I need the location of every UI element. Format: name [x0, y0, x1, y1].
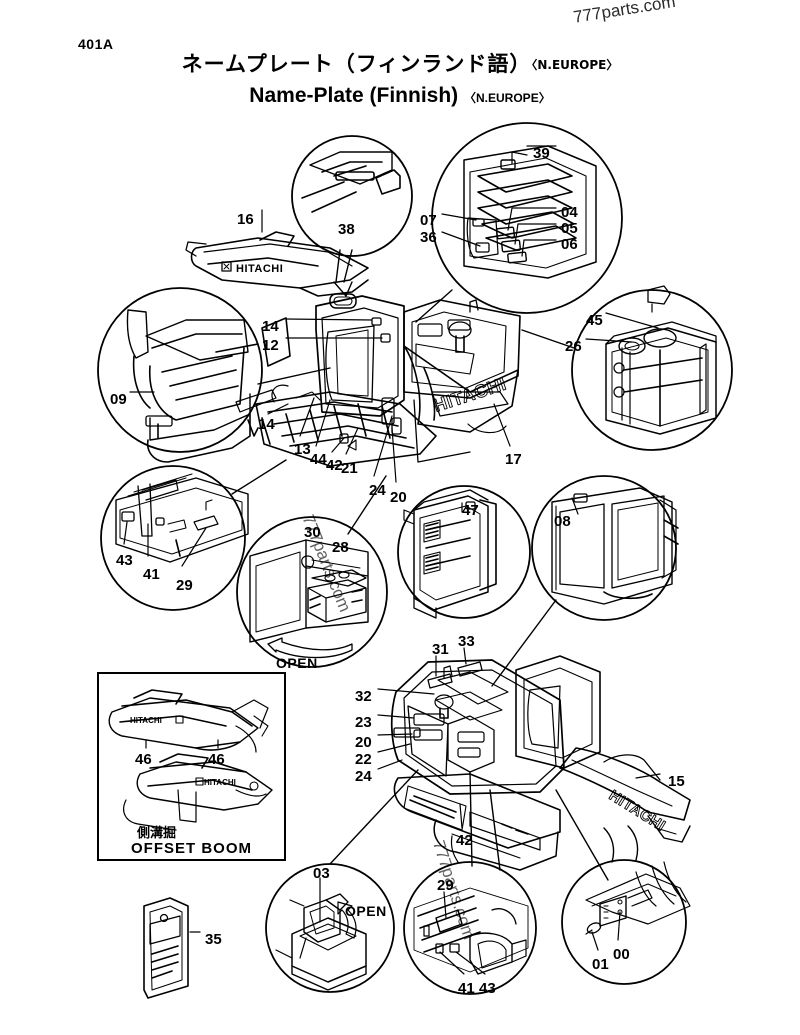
callout-number-36[interactable]: 36: [420, 229, 437, 246]
open-cap-label: OPEN: [345, 903, 387, 919]
svg-text:HITACHI: HITACHI: [606, 787, 669, 835]
callout-number-43[interactable]: 43: [116, 552, 133, 569]
page-title-english: Name-Plate (Finnish) 〈N.EUROPE〉: [0, 84, 800, 108]
callout-number-04[interactable]: 04: [561, 204, 578, 221]
callout-number-06[interactable]: 06: [561, 236, 578, 253]
page-title-english-text: Name-Plate (Finnish): [249, 84, 459, 107]
callout-number-32[interactable]: 32: [355, 688, 372, 705]
callout-number-01[interactable]: 01: [592, 956, 609, 973]
callout-number-26[interactable]: 26: [565, 338, 582, 355]
callout-number-12[interactable]: 12: [262, 337, 279, 354]
callout-number-21[interactable]: 21: [341, 460, 358, 477]
callout-number-42[interactable]: 42: [326, 457, 343, 474]
callout-number-14[interactable]: 14: [258, 416, 275, 433]
callout-number-46[interactable]: 46: [208, 751, 225, 768]
callout-number-39[interactable]: 39: [533, 145, 550, 162]
callout-number-41[interactable]: 41: [458, 980, 475, 997]
callout-number-07[interactable]: 07: [420, 212, 437, 229]
callout-number-33[interactable]: 33: [458, 633, 475, 650]
callout-number-45[interactable]: 45: [586, 312, 603, 329]
callout-number-38[interactable]: 38: [338, 221, 355, 238]
callout-number-08[interactable]: 08: [554, 513, 571, 530]
callout-number-20[interactable]: 20: [390, 489, 407, 506]
offset-boom-box: [97, 672, 286, 861]
page-code: 401A: [78, 36, 114, 52]
callout-number-20[interactable]: 20: [355, 734, 372, 751]
open-battery-label: OPEN: [276, 655, 318, 671]
svg-text:HITACHI: HITACHI: [431, 374, 509, 416]
callout-number-46[interactable]: 46: [135, 751, 152, 768]
callout-number-44[interactable]: 44: [310, 451, 327, 468]
offset-boom-label-english: OFFSET BOOM: [131, 840, 252, 857]
svg-text:HITACHI: HITACHI: [236, 263, 283, 275]
callout-number-28[interactable]: 28: [332, 539, 349, 556]
offset-boom-label-japanese: 側溝掘: [137, 826, 177, 841]
callout-number-24[interactable]: 24: [369, 482, 386, 499]
callout-number-15[interactable]: 15: [668, 773, 685, 790]
page-title-japanese-text: ネームプレート（フィンランド語）: [181, 52, 532, 76]
callout-number-43[interactable]: 43: [479, 980, 496, 997]
callout-number-24[interactable]: 24: [355, 768, 372, 785]
callout-number-09[interactable]: 09: [110, 391, 127, 408]
callout-number-16[interactable]: 16: [237, 211, 254, 228]
callout-number-30[interactable]: 30: [304, 524, 321, 541]
callout-number-22[interactable]: 22: [355, 751, 372, 768]
svg-text:HITACHI: HITACHI: [130, 716, 162, 725]
page-title-japanese: ネームプレート（フィンランド語）〈N.EUROPE〉: [0, 48, 800, 78]
callout-number-41[interactable]: 41: [143, 566, 160, 583]
callout-number-42[interactable]: 42: [456, 832, 473, 849]
callout-number-35[interactable]: 35: [205, 931, 222, 948]
callout-number-05[interactable]: 05: [561, 220, 578, 237]
callout-number-29[interactable]: 29: [437, 877, 454, 894]
callout-number-00[interactable]: 00: [613, 946, 630, 963]
callout-number-13[interactable]: 13: [294, 441, 311, 458]
callout-number-31[interactable]: 31: [432, 641, 449, 658]
callout-number-29[interactable]: 29: [176, 577, 193, 594]
callout-number-14[interactable]: 14: [262, 318, 279, 335]
page-title-japanese-region: 〈N.EUROPE〉: [531, 58, 619, 72]
page-title-english-region: 〈N.EUROPE〉: [464, 91, 551, 105]
svg-text:HITACHI: HITACHI: [204, 778, 236, 787]
callout-number-47[interactable]: 47: [462, 502, 479, 519]
callout-number-03[interactable]: 03: [313, 865, 330, 882]
callout-number-23[interactable]: 23: [355, 714, 372, 731]
callout-number-17[interactable]: 17: [505, 451, 522, 468]
